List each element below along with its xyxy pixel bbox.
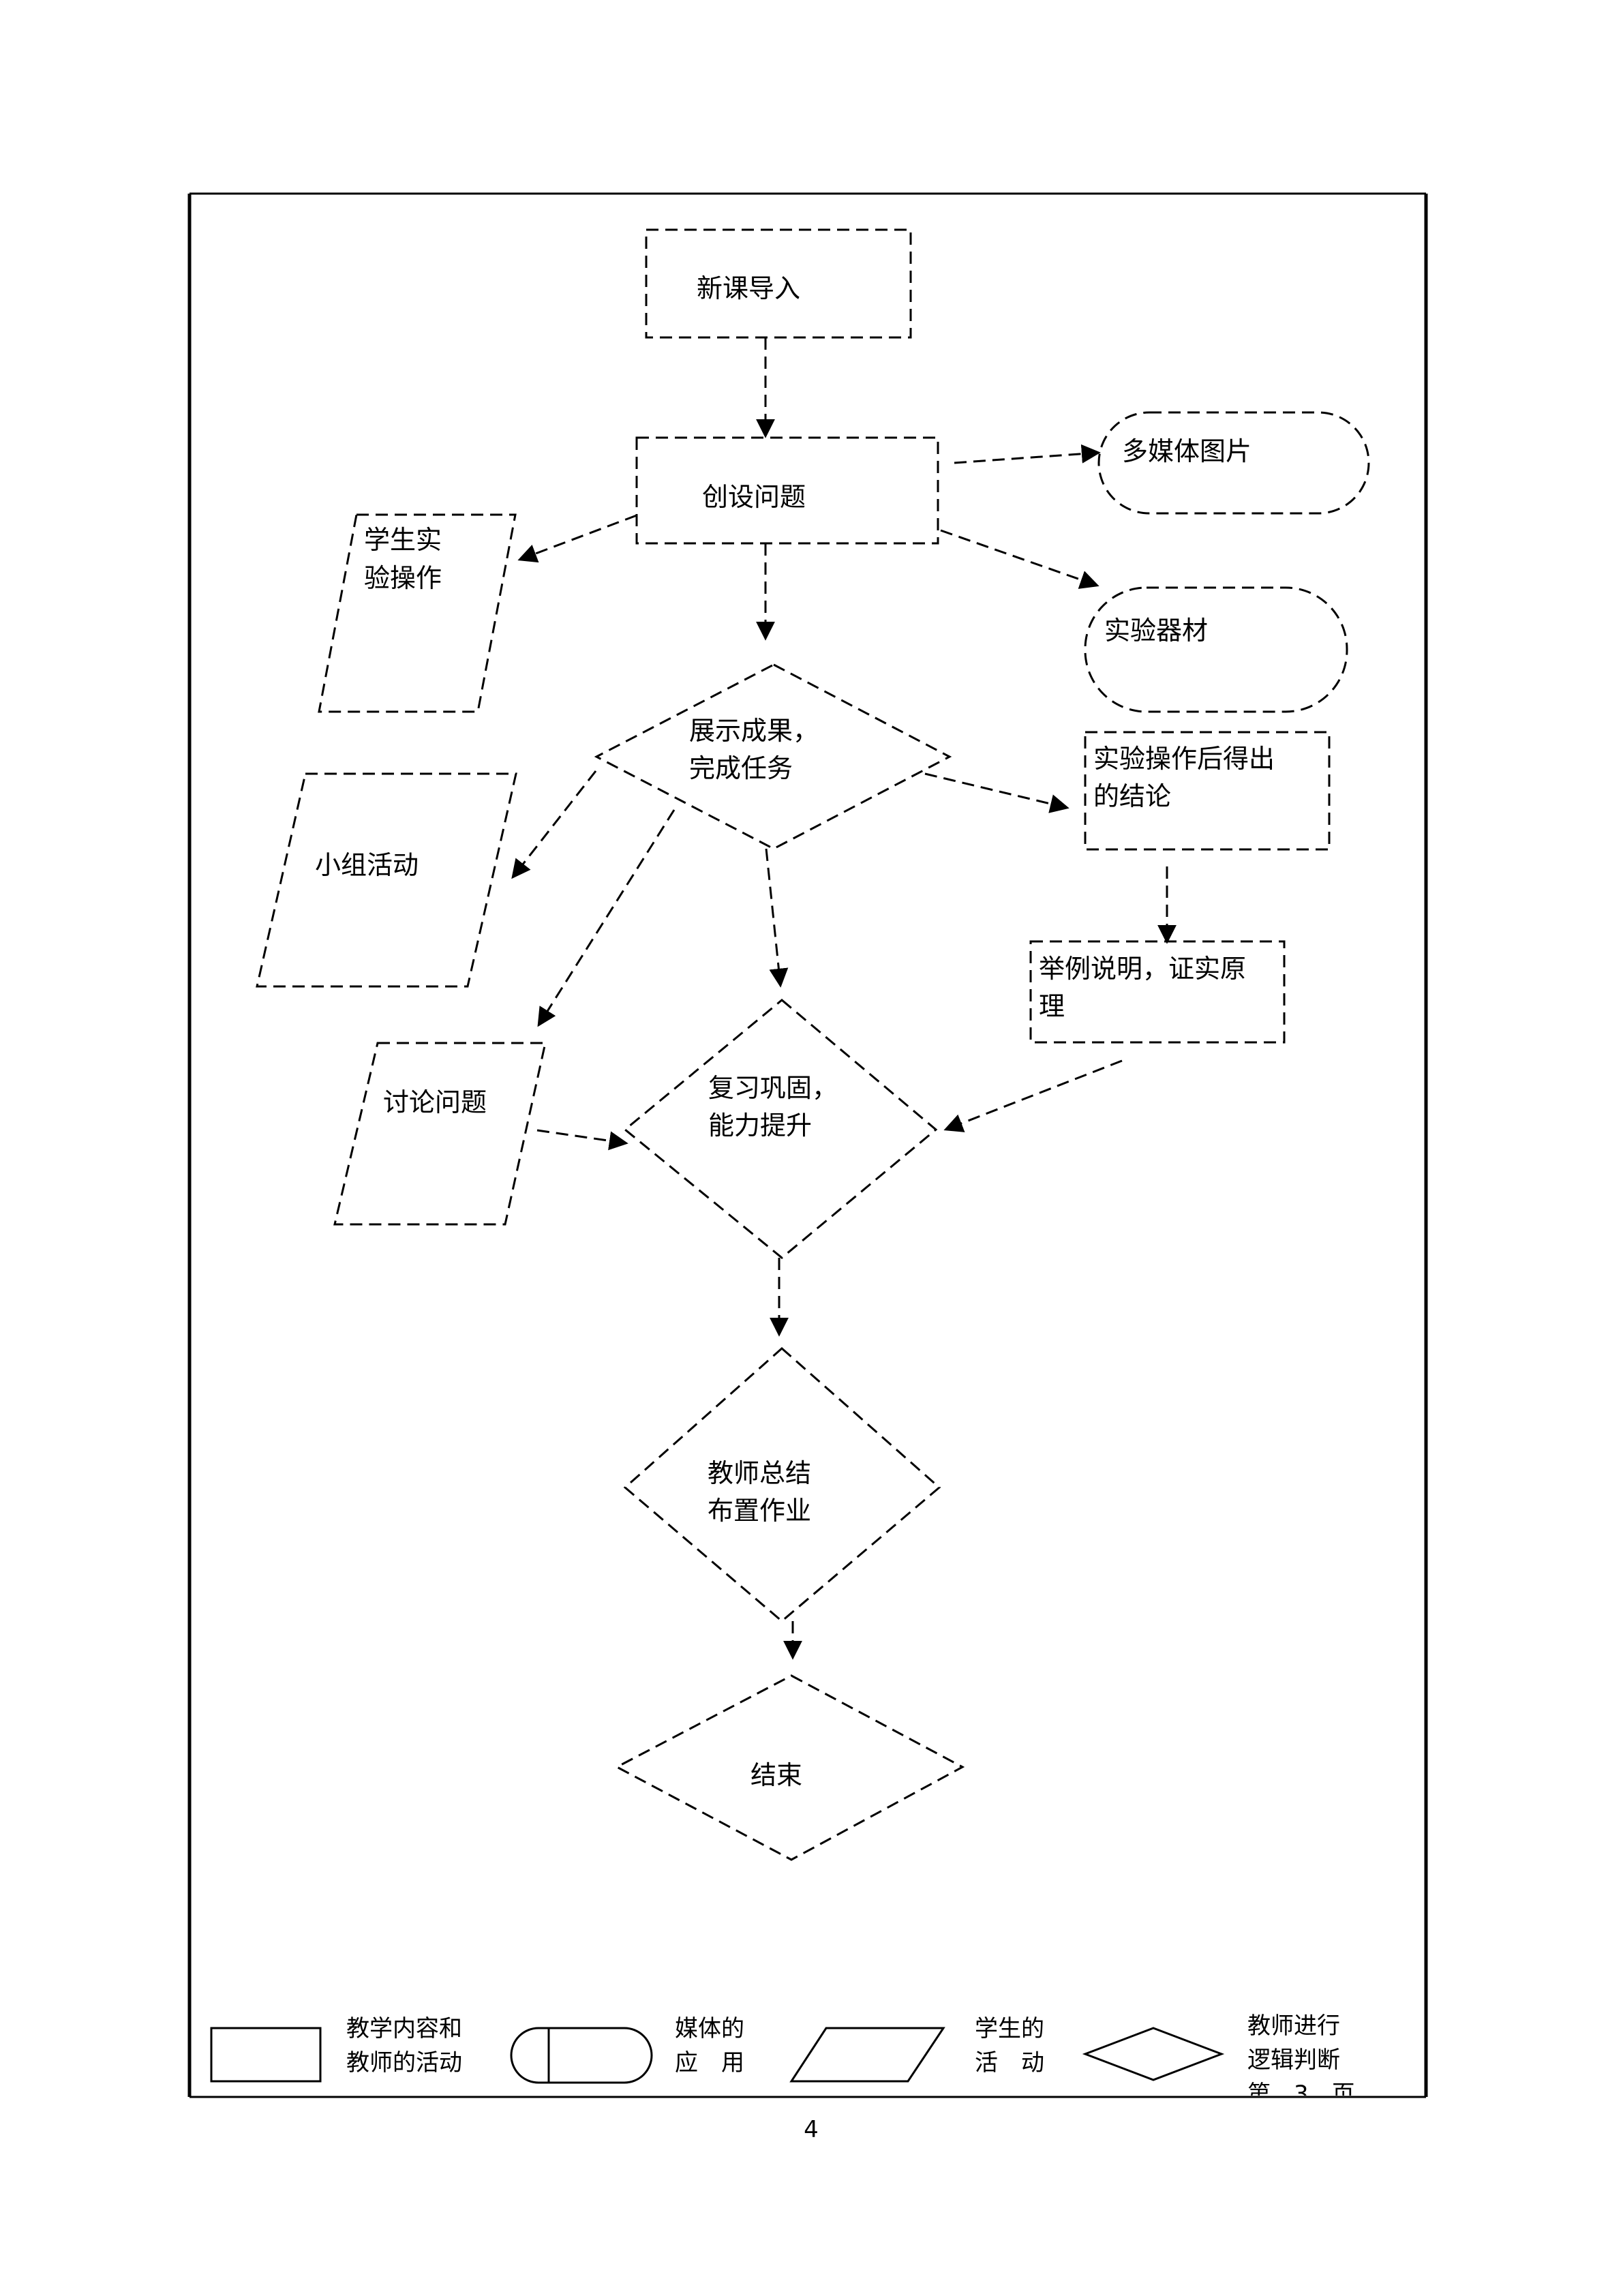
node-intro-label: 新课导入 <box>697 273 800 303</box>
node-review-box <box>623 999 938 1259</box>
legend-diamond-label: 教师进行 逻辑判断 第 3 页 <box>1247 2012 1355 2108</box>
legend-rectangle-label: 教学内容和 教师的活动 <box>346 2015 470 2076</box>
page-number: 4 <box>804 2116 819 2143</box>
node-lab-equipment-label: 实验器材 <box>1104 616 1208 646</box>
node-end-box <box>614 1674 965 1861</box>
arrow-problem-to-lab-equipment <box>940 529 1099 589</box>
arrow-show-results-to-discussion <box>537 809 676 1027</box>
node-student-experiment-label: 学生实 验操作 <box>364 525 450 593</box>
legend-rounded-symbol <box>510 2027 653 2084</box>
legend: 教学内容和 教师的活动 媒体的 应 用 学生的 活 动 教师进行 逻辑判断 第 … <box>210 2012 1355 2108</box>
node-group-activity-label: 小组活动 <box>315 850 419 880</box>
node-intro-box <box>645 228 912 339</box>
legend-diamond-symbol <box>1082 2027 1225 2081</box>
node-show-results-label: 展示成果， 完成任务 <box>689 716 827 783</box>
node-group-activity-box <box>256 772 517 988</box>
legend-parallelogram-label: 学生的 活 动 <box>975 2015 1052 2076</box>
node-example-label: 举例说明，证实原 理 <box>1039 954 1254 1021</box>
arrow-discussion-to-review <box>536 1129 628 1151</box>
node-problem-box <box>635 436 939 545</box>
arrow-example-to-review <box>943 1059 1123 1132</box>
node-summary-label: 教师总结 布置作业 <box>708 1458 819 1526</box>
diagram-frame <box>187 192 1428 2098</box>
node-lab-equipment-box <box>1084 586 1348 713</box>
node-end-label: 结束 <box>750 1760 802 1790</box>
node-student-experiment-box <box>318 513 517 713</box>
node-conclusion-label: 实验操作后得出 的结论 <box>1093 744 1283 811</box>
node-summary-box <box>623 1346 941 1622</box>
node-discussion-label: 讨论问题 <box>383 1087 487 1117</box>
node-problem-label: 创设问题 <box>702 482 806 512</box>
arrow-show-results-to-conclusion <box>924 772 1070 813</box>
arrow-show-results-to-review <box>765 848 789 988</box>
arrow-problem-to-student-experiment <box>517 514 637 563</box>
legend-rectangle-symbol <box>210 2027 322 2083</box>
legend-parallelogram-symbol <box>789 2027 945 2083</box>
arrow-show-results-to-group-activity <box>511 770 597 879</box>
legend-rounded-label: 媒体的 应 用 <box>675 2015 752 2076</box>
node-conclusion-box <box>1084 731 1331 851</box>
node-discussion-box <box>333 1042 547 1226</box>
node-media-images-label: 多媒体图片 <box>1122 436 1252 466</box>
arrow-problem-to-media-images <box>954 444 1101 464</box>
node-review-label: 复习巩固， 能力提升 <box>708 1073 846 1141</box>
